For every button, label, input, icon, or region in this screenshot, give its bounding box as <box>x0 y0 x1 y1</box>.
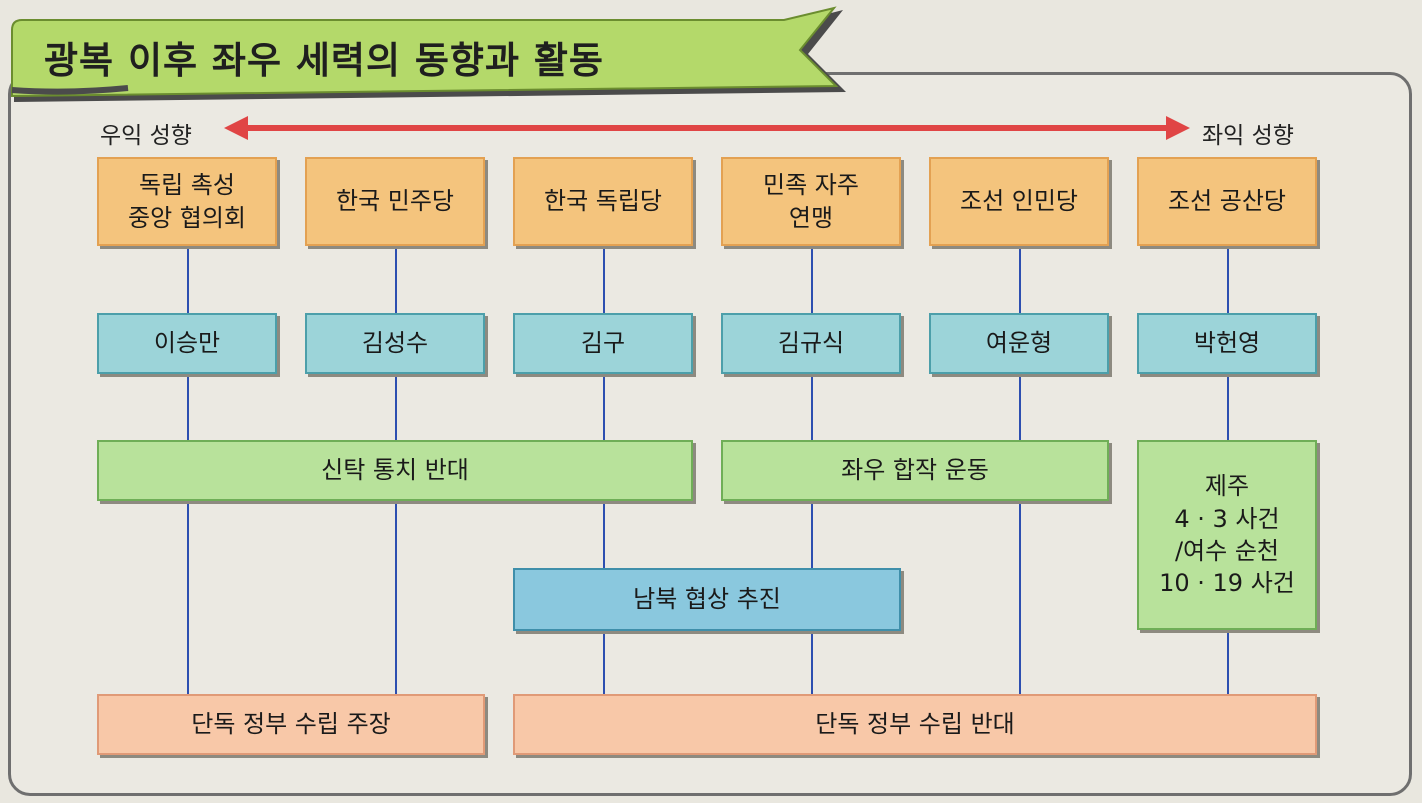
separate-gov-support-box: 단독 정부 수립 주장 <box>97 694 485 755</box>
title-tab: 광복 이후 좌우 세력의 동향과 활동 <box>8 6 858 106</box>
north-south-talks-box: 남북 협상 추진 <box>513 568 901 631</box>
party-box: 한국 민주당 <box>305 157 485 246</box>
left-wing-label: 좌익 성향 <box>1202 123 1294 149</box>
leader-box: 김규식 <box>721 313 901 374</box>
leader-box: 김성수 <box>305 313 485 374</box>
party-box: 독립 촉성 중앙 협의회 <box>97 157 277 246</box>
anti-trusteeship-box: 신탁 통치 반대 <box>97 440 693 501</box>
leader-box: 박헌영 <box>1137 313 1317 374</box>
leader-box: 김구 <box>513 313 693 374</box>
party-box: 조선 공산당 <box>1137 157 1317 246</box>
right-wing-label: 우익 성향 <box>100 123 192 149</box>
separate-gov-oppose-box: 단독 정부 수립 반대 <box>513 694 1317 755</box>
title-tab-shape <box>11 6 846 102</box>
leader-box: 이승만 <box>97 313 277 374</box>
arrow-head-right <box>1166 116 1190 140</box>
diagram-title: 광복 이후 좌우 세력의 동향과 활동 <box>44 39 604 82</box>
arrow-head-left <box>224 116 248 140</box>
jeju-yeosu-incident-box: 제주 4 · 3 사건 /여수 순천 10 · 19 사건 <box>1137 440 1317 630</box>
party-box: 한국 독립당 <box>513 157 693 246</box>
leader-box: 여운형 <box>929 313 1109 374</box>
party-box: 조선 인민당 <box>929 157 1109 246</box>
coalition-movement-box: 좌우 합작 운동 <box>721 440 1109 501</box>
party-box: 민족 자주 연맹 <box>721 157 901 246</box>
